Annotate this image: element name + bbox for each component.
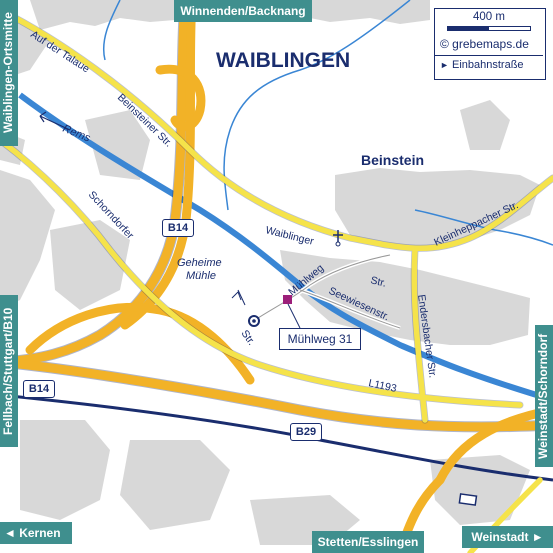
built-up-areas	[0, 0, 540, 545]
oneway-label: Einbahnstraße	[451, 59, 524, 71]
scale-label: 400 m	[473, 11, 505, 23]
highway-b14	[0, 0, 255, 385]
map-legend: 400 m © grebemaps.de ► Einbahnstraße	[434, 8, 546, 80]
edge-weinstadt-schorndorf[interactable]: Weinstadt/Schorndorf	[535, 325, 553, 467]
road-shield-b14: B14	[23, 380, 55, 398]
creeks	[102, 0, 553, 246]
edge-waiblingen-ortsmitte[interactable]: Waiblingen-Ortsmitte	[0, 0, 18, 146]
street-label: L1193	[367, 377, 397, 395]
edge-fellbach-stuttgart[interactable]: Fellbach/Stuttgart/B10	[0, 295, 18, 447]
scale-bar	[447, 26, 531, 31]
church-icon	[333, 230, 343, 242]
road-shield-b29: B29	[290, 423, 322, 441]
poi-label-line2: Mühle	[186, 270, 216, 282]
oneway-arrow-icon: ►	[440, 60, 449, 70]
street-label: Str.	[369, 274, 387, 289]
edge-stetten-esslingen[interactable]: Stetten/Esslingen	[312, 531, 424, 553]
rems-river	[18, 92, 553, 403]
street-label: Str.	[239, 328, 258, 348]
district-label: Beinstein	[361, 152, 424, 168]
station-icon	[458, 493, 478, 506]
destination-marker-icon[interactable]	[283, 295, 292, 304]
edge-kernen[interactable]: ◄ Kernen	[0, 522, 72, 544]
edge-weinstadt[interactable]: Weinstadt ►	[462, 526, 553, 548]
road-shield-b14: B14	[162, 219, 194, 237]
destination-label[interactable]: Mühlweg 31	[279, 328, 361, 350]
legend-divider	[435, 55, 543, 56]
rems-flow-arrow	[39, 115, 71, 131]
copyright-label: © grebemaps.de	[440, 37, 529, 51]
city-label: WAIBLINGEN	[216, 49, 350, 72]
poi-label-line1: Geheime	[177, 257, 222, 269]
edge-winnenden-backnang[interactable]: Winnenden/Backnang	[174, 0, 312, 22]
